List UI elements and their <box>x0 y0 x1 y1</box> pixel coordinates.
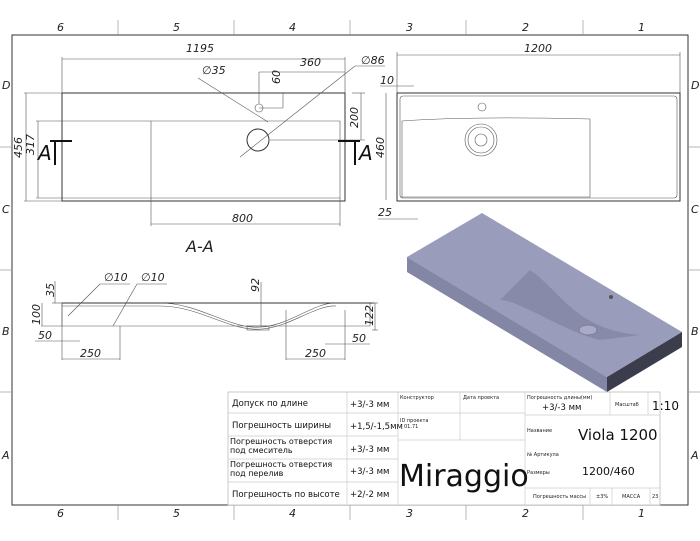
plan-basin <box>401 117 591 198</box>
size-label: Размеры <box>527 470 550 476</box>
size-value: 1200/460 <box>582 465 635 478</box>
zone-col-6-bottom: 6 <box>57 507 64 520</box>
plan-view-right: 1200 10 460 25 <box>374 42 681 220</box>
tol-mixer-label: Погрешность отверстия под смеситель <box>230 437 333 455</box>
zone-row-a-right: A <box>690 449 699 462</box>
section-view: A-A ∅10 ∅10 35 100 92 122 50 250 250 50 <box>30 237 378 360</box>
zone-col-1-bottom: 1 <box>638 507 645 520</box>
mass-value: 23 <box>652 494 658 500</box>
zone-col-3-bottom: 3 <box>406 507 413 520</box>
length-tol-label: Погрешность длины(мм) <box>527 395 592 401</box>
section-marker-right: A <box>357 141 373 165</box>
title-block: Допуск по длине +3/-3 мм Погрешность шир… <box>227 391 679 506</box>
render-tap-hole <box>609 295 613 299</box>
dim-800: 800 <box>232 212 253 225</box>
dim-35: 35 <box>44 283 57 297</box>
scale-value: 1:10 <box>652 399 679 413</box>
tol-overflow-value: +3/-3 мм <box>350 467 389 477</box>
dim-overflow-right: ∅10 <box>141 271 165 284</box>
zone-row-c-right: C <box>691 203 699 216</box>
render-end-face <box>607 332 682 392</box>
dim-250-right: 250 <box>305 347 326 360</box>
drain-hole <box>246 128 270 152</box>
dim-10: 10 <box>380 74 394 87</box>
zone-col-1: 1 <box>638 21 645 34</box>
zone-row-b: B <box>2 325 10 338</box>
section-title: A-A <box>185 237 214 256</box>
dim-overflow-left: ∅10 <box>104 271 128 284</box>
dim-360: 360 <box>300 56 321 69</box>
zone-row-d-right: D <box>691 79 699 92</box>
tol-width-label: Погрешность ширины <box>232 421 331 431</box>
scale-label: Масштаб <box>615 402 639 408</box>
plan-outline <box>396 92 681 202</box>
render-basin <box>500 270 640 340</box>
dim-456: 456 <box>12 137 25 158</box>
zone-col-2-bottom: 2 <box>522 507 529 520</box>
zone-row-b-right: B <box>691 325 699 338</box>
tol-length-value: +3/-3 мм <box>350 400 389 410</box>
tol-height-label: Погрешность по высоте <box>232 490 340 500</box>
project-id: 01.71 <box>404 424 418 430</box>
dim-25: 25 <box>378 206 392 219</box>
sink-outline <box>61 92 346 202</box>
mass-label: МАССА <box>622 494 641 500</box>
product-name: Viola 1200 <box>578 426 658 444</box>
zone-col-5: 5 <box>173 21 180 34</box>
sink-3d-render <box>407 213 682 392</box>
dim-drain-diameter: ∅86 <box>361 54 385 67</box>
zone-row-c: C <box>2 203 10 216</box>
dim-1195: 1195 <box>186 42 214 55</box>
dim-50-left: 50 <box>38 329 52 342</box>
date-label: Дата проекта <box>463 395 499 401</box>
tol-overflow-label: Погрешность отверстия под перелив <box>230 460 333 478</box>
plan-tap-hole <box>477 102 487 112</box>
zone-row-d: D <box>2 79 10 92</box>
dim-50-right: 50 <box>352 332 366 345</box>
brand-logo: Miraggio <box>399 459 529 494</box>
zone-row-a: A <box>1 449 10 462</box>
project-id-label: ID проекта <box>400 418 429 424</box>
tol-length-label: Допуск по длине <box>232 399 308 409</box>
dim-460: 460 <box>374 137 387 158</box>
dim-100: 100 <box>30 304 43 325</box>
dim-317: 317 <box>24 134 37 155</box>
tol-width-value: +1,5/-1,5мм <box>350 422 403 432</box>
tol-mixer-value: +3/-3 мм <box>350 445 389 455</box>
top-view: 1195 360 ∅35 ∅86 60 200 456 317 800 A A <box>12 42 385 226</box>
dim-250-left: 250 <box>80 347 101 360</box>
dim-1200: 1200 <box>524 42 552 55</box>
render-drain <box>578 324 598 336</box>
zone-labels: 6 5 4 3 2 1 6 5 4 3 2 1 D C B A D C B A <box>1 21 699 520</box>
section-marker-left: A <box>36 141 52 165</box>
basin-outline <box>150 120 341 199</box>
dim-92: 92 <box>249 278 262 292</box>
name-label: Название <box>527 428 552 434</box>
dim-tap-diameter: ∅35 <box>202 64 226 77</box>
designer-label: Конструктор <box>400 395 434 401</box>
dim-200: 200 <box>348 107 361 128</box>
section-drain <box>246 325 270 331</box>
zone-col-6: 6 <box>57 21 64 34</box>
article-label: № Артикула <box>527 452 559 458</box>
zone-col-5-bottom: 5 <box>173 507 180 520</box>
dim-122: 122 <box>363 305 376 326</box>
mass-tol: ±3% <box>596 494 608 500</box>
zone-col-4: 4 <box>289 21 296 34</box>
zone-dividers <box>0 20 700 520</box>
render-front-face <box>407 257 607 392</box>
plan-drain <box>474 133 488 147</box>
zone-col-2: 2 <box>522 21 529 34</box>
mass-tol-label: Погрешность массы <box>533 494 586 500</box>
tol-height-value: +2/-2 мм <box>350 490 389 500</box>
dim-60: 60 <box>270 70 283 84</box>
length-tol: +3/-3 мм <box>542 403 581 413</box>
zone-col-4-bottom: 4 <box>289 507 296 520</box>
zone-col-3: 3 <box>406 21 413 34</box>
